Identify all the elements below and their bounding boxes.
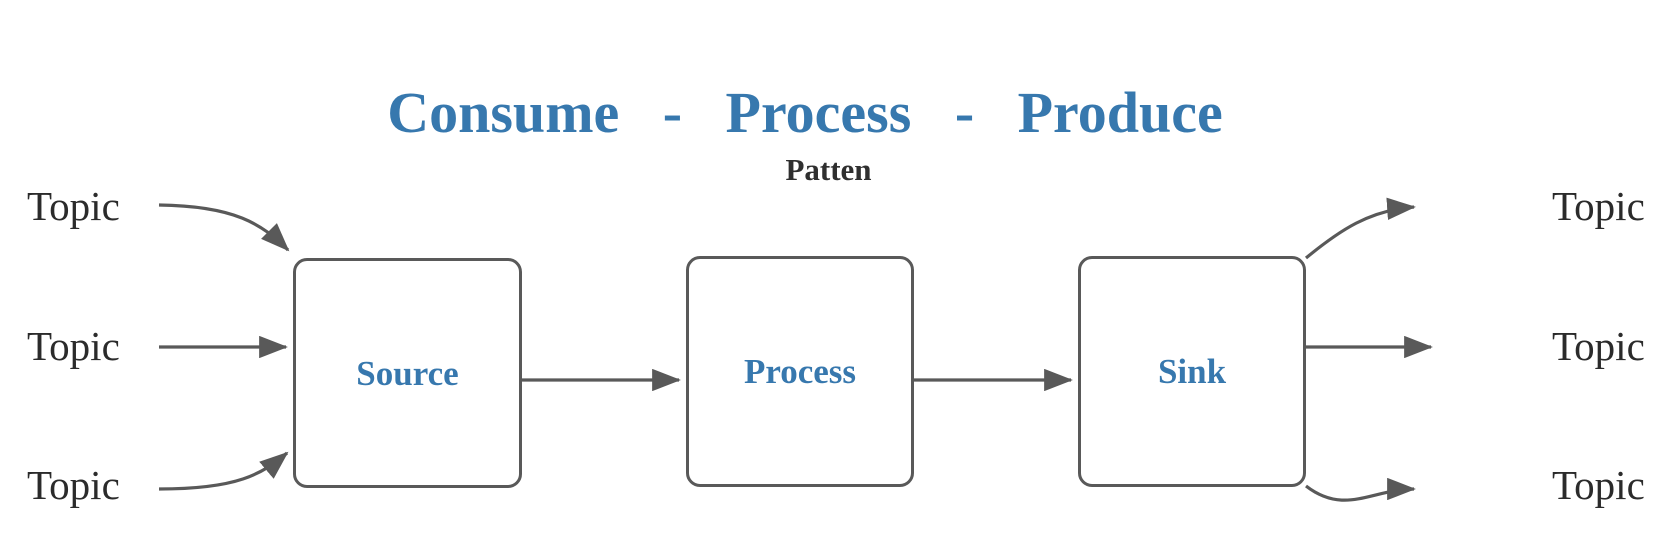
node-box-sink[interactable]: Sink xyxy=(1078,256,1306,487)
edge-topic-in-3-to-source xyxy=(158,451,289,491)
topic-label-input-1: Topic xyxy=(27,183,120,229)
topic-label-output-1: Topic xyxy=(1552,183,1645,229)
page-subtitle: Patten xyxy=(0,113,1678,227)
edge-topic-in-1-to-source xyxy=(158,203,290,252)
topic-label-input-3: Topic xyxy=(27,462,120,508)
page-title-text: Consume - Process - Produce xyxy=(387,80,1223,145)
topic-label-input-2: Topic xyxy=(27,323,120,369)
node-label-source: Source xyxy=(356,353,459,393)
topic-label-output-3: Topic xyxy=(1552,462,1645,508)
page-title: Consume - Process - Produce xyxy=(0,8,1678,218)
edge-sink-to-topic-out-1 xyxy=(1304,197,1416,260)
page-subtitle-text: Patten xyxy=(785,152,872,187)
node-box-process[interactable]: Process xyxy=(686,256,914,487)
edge-sink-to-topic-out-3 xyxy=(1305,477,1416,502)
topic-label-output-2: Topic xyxy=(1552,323,1645,369)
node-box-source[interactable]: Source xyxy=(293,258,522,488)
node-label-sink: Sink xyxy=(1157,352,1227,391)
node-label-process: Process xyxy=(743,352,857,391)
